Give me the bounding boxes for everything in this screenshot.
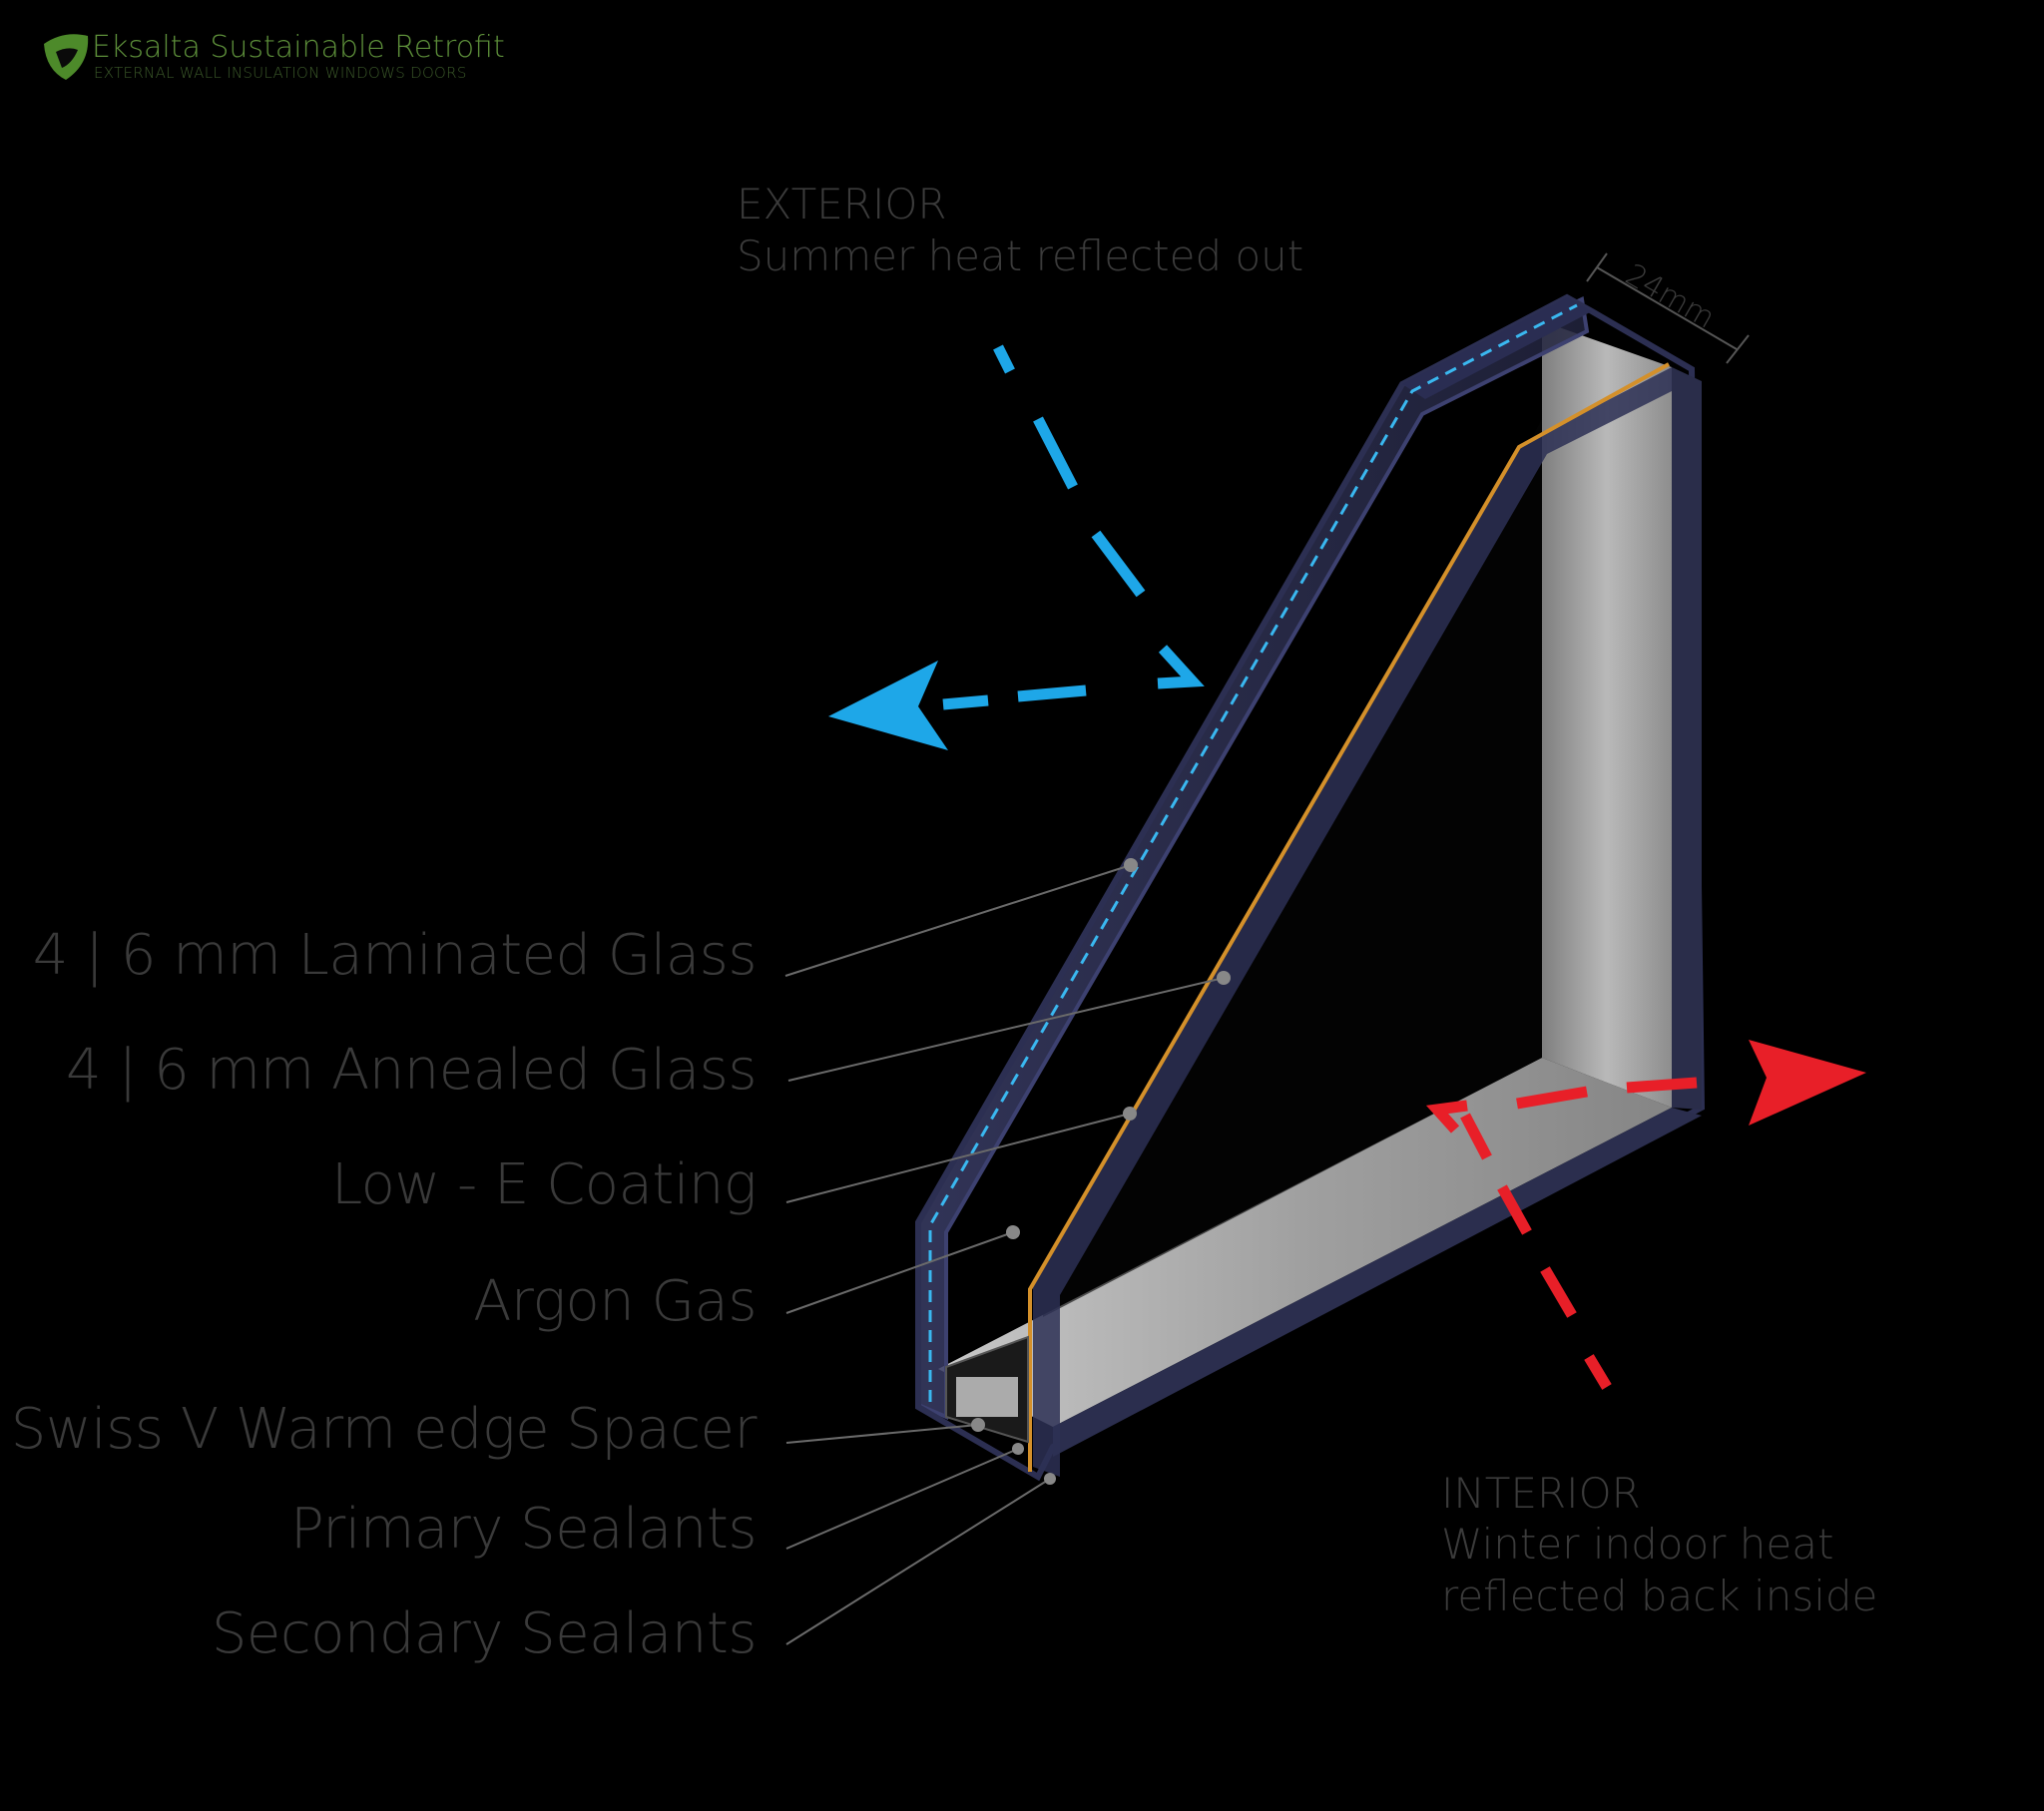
leader-lines bbox=[784, 864, 1225, 1645]
interior-caption: Winter indoor heat reflected back inside bbox=[1441, 1520, 1878, 1620]
low-e-coating-line bbox=[1028, 362, 1670, 1472]
exterior-arrowhead bbox=[828, 661, 948, 750]
label-argon-gas: Argon Gas bbox=[473, 1269, 757, 1334]
dimension-line bbox=[1596, 266, 1738, 350]
label-laminated-glass: 4 | 6 mm Laminated Glass bbox=[32, 923, 758, 988]
leader-dots bbox=[971, 858, 1231, 1485]
spacer-right-wall bbox=[1542, 321, 1672, 1108]
interior-heat-arrow bbox=[1425, 1077, 1698, 1390]
spacer-desiccant bbox=[956, 1377, 1018, 1417]
bottom-edge-band bbox=[1053, 1108, 1702, 1457]
label-primary-sealants: Primary Sealants bbox=[289, 1497, 758, 1562]
brand-tagline: EXTERNAL WALL INSULATION WINDOWS DOORS bbox=[94, 64, 467, 82]
interior-heading: INTERIOR bbox=[1441, 1469, 1641, 1518]
label-low-e-coating: Low - E Coating bbox=[330, 1152, 758, 1217]
dimension-tick-a bbox=[1586, 252, 1608, 282]
exterior-caption: Summer heat reflected out bbox=[737, 231, 1304, 280]
label-annealed-glass: 4 | 6 mm Annealed Glass bbox=[66, 1038, 757, 1103]
label-warm-edge-spacer: Swiss V Warm edge Spacer bbox=[10, 1397, 758, 1462]
interior-arrowhead bbox=[1749, 1040, 1866, 1126]
laminate-interlayer-line bbox=[928, 303, 1578, 1402]
right-edge-band bbox=[1672, 367, 1702, 1110]
exterior-heat-arrow bbox=[942, 344, 1205, 710]
leaf-shield-icon bbox=[44, 34, 89, 80]
dimension-tick-b bbox=[1726, 334, 1750, 364]
exterior-heading: EXTERIOR bbox=[737, 180, 947, 228]
brand-name: Eksalta Sustainable Retrofit bbox=[92, 30, 505, 65]
label-secondary-sealants: Secondary Sealants bbox=[211, 1601, 758, 1666]
